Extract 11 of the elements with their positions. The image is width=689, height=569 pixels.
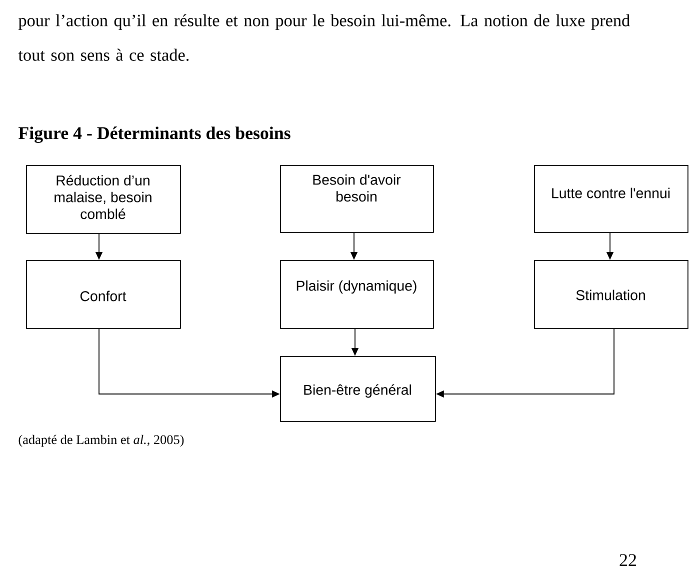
figure-title: Figure 4 - Déterminants des besoins	[18, 126, 290, 143]
process-box: Confort	[26, 260, 181, 329]
body-paragraph: pour l’action qu’il en résulte et non pour le besoin lui-même. La notion de luxe prend tout son sens à ce stade.	[18, 14, 630, 61]
process-box: Plaisir (dynamique)	[280, 260, 434, 329]
process-box: Bien-être général	[280, 356, 436, 422]
process-box: Réduction d’un malaise, besoin comblé	[26, 165, 181, 234]
process-box: Stimulation	[534, 260, 688, 329]
process-box: Lutte contre l'ennui	[534, 165, 688, 233]
process-box: Besoin d'avoir besoin	[280, 165, 434, 233]
page-number: 22	[620, 554, 636, 566]
source-note: (adapté de Lambin et al., 2005)	[18, 434, 184, 447]
